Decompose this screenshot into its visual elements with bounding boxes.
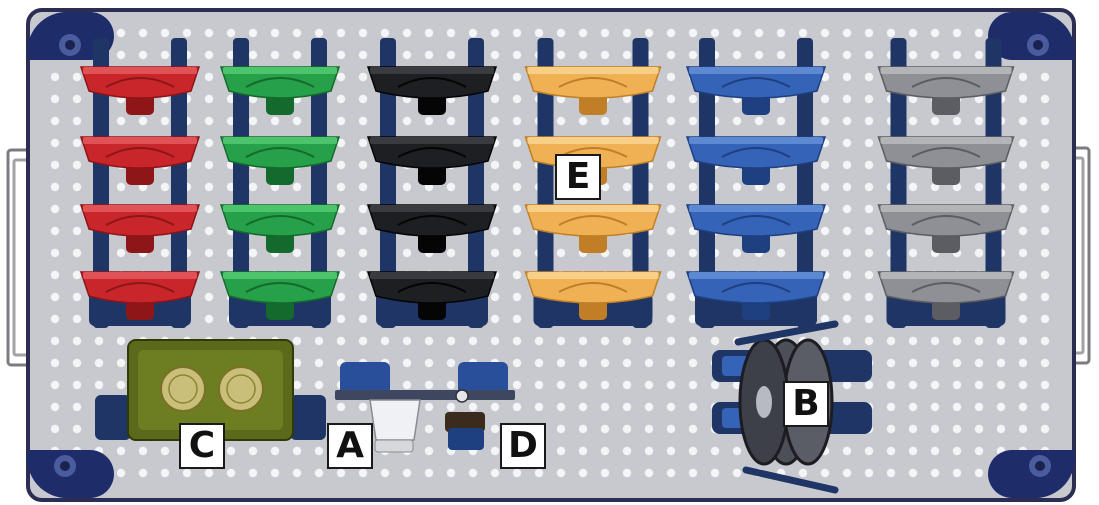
insert-highlight bbox=[223, 205, 337, 212]
insert-column-blue bbox=[687, 38, 825, 328]
insert-highlight bbox=[528, 137, 659, 144]
insert-column-green bbox=[221, 38, 339, 328]
insert-column-black bbox=[368, 38, 496, 328]
insert-column-red bbox=[81, 38, 199, 328]
insert-highlight bbox=[370, 67, 494, 74]
insert-highlight bbox=[223, 272, 337, 279]
label-b: B bbox=[783, 381, 829, 427]
insert-highlight bbox=[689, 205, 823, 212]
insert-highlight bbox=[83, 205, 197, 212]
insert-highlight bbox=[370, 137, 494, 144]
insert-highlight bbox=[223, 137, 337, 144]
insert-highlight bbox=[528, 67, 659, 74]
insert-column-gray bbox=[879, 38, 1014, 328]
insert-highlight bbox=[370, 205, 494, 212]
insert-highlight bbox=[881, 137, 1012, 144]
insert-highlight bbox=[881, 205, 1012, 212]
label-c: C bbox=[179, 423, 225, 469]
insert-highlight bbox=[83, 272, 197, 279]
label-e: E bbox=[555, 154, 601, 200]
insert-highlight bbox=[689, 137, 823, 144]
insert-highlight bbox=[370, 272, 494, 279]
insert-highlight bbox=[528, 205, 659, 212]
insert-highlight bbox=[83, 137, 197, 144]
insert-highlight bbox=[689, 67, 823, 74]
insert-highlight bbox=[223, 67, 337, 74]
label-d: D bbox=[500, 423, 546, 469]
insert-highlight bbox=[881, 67, 1012, 74]
label-a: A bbox=[327, 423, 373, 469]
insert-highlight bbox=[881, 272, 1012, 279]
insert-highlight bbox=[689, 272, 823, 279]
insert-highlight bbox=[528, 272, 659, 279]
insert-highlight bbox=[83, 67, 197, 74]
